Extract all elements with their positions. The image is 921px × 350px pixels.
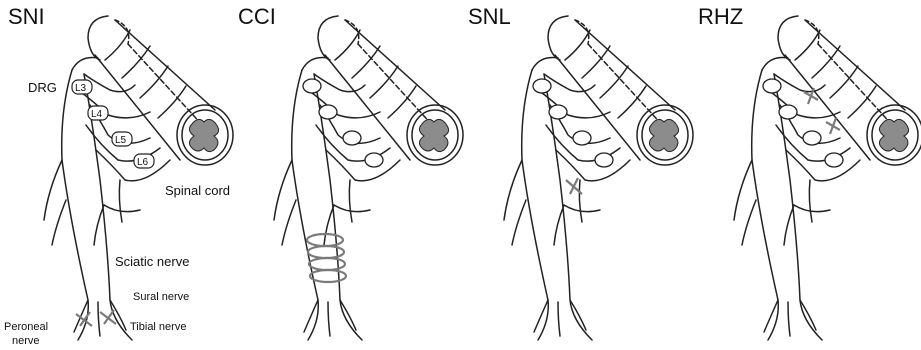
panel-snl: SNL — [460, 0, 690, 350]
sciatic-nerve-label: Sciatic nerve — [115, 254, 189, 269]
panel-cci: CCI — [230, 0, 460, 350]
l3-label: L3 — [75, 83, 87, 94]
l6-label: L6 — [137, 157, 149, 168]
l4-label: L4 — [91, 109, 103, 120]
cci-diagram — [230, 0, 460, 350]
rhz-diagram — [690, 0, 920, 350]
spinal-cord-label: Spinal cord — [165, 183, 230, 198]
tibial-nerve-label: Tibial nerve — [130, 321, 186, 333]
rhz-rhizotomy-marks — [804, 88, 840, 134]
peroneal-label-line1: Peroneal — [4, 321, 48, 333]
panel-rhz: RHZ — [690, 0, 920, 350]
panel-sni: SNI DRG L3 L4 L5 L6 Spinal cord Sciatic … — [0, 0, 230, 350]
snl-diagram — [460, 0, 690, 350]
l5-label: L5 — [115, 135, 127, 146]
drg-label: DRG — [28, 80, 57, 95]
sni-diagram: DRG L3 L4 L5 L6 Spinal cord Sciatic nerv… — [0, 0, 230, 350]
peroneal-label-line2: nerve — [12, 335, 40, 347]
sural-nerve-label: Sural nerve — [133, 291, 189, 303]
